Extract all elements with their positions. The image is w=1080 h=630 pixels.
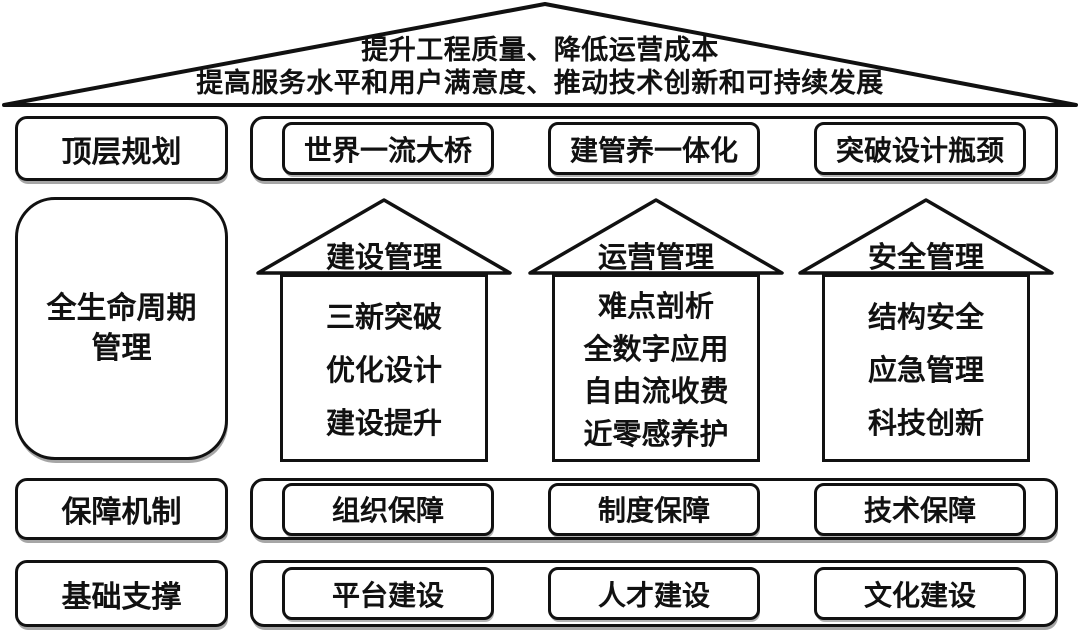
house-roof-triangle — [256, 198, 512, 275]
label-lifecycle-line-2: 管理 — [91, 331, 152, 365]
safeguard-item-3: 技术保障 — [814, 482, 1026, 536]
label-lifecycle-line-1: 全生命周期 — [46, 291, 197, 325]
top-planning-item-1: 世界一流大桥 — [282, 122, 494, 175]
house-1-title: 建设管理 — [325, 242, 442, 274]
label-foundation: 基础支撑 — [15, 560, 228, 627]
house-1-item-2: 优化设计 — [325, 355, 442, 387]
house-1-item-1: 三新突破 — [325, 302, 442, 334]
safeguard-item-3-text: 技术保障 — [863, 495, 976, 526]
house-2-item-4: 近零感养护 — [583, 418, 729, 451]
house-2-body: 难点剖析 全数字应用 自由流收费 近零感养护 — [552, 274, 760, 462]
foundation-container: 平台建设 人才建设 文化建设 — [250, 560, 1058, 627]
goal-line-1: 提升工程质量、降低运营成本 — [361, 35, 719, 65]
house-roof-triangle — [528, 198, 784, 275]
house-roof-triangle — [798, 198, 1054, 275]
house-2-item-1: 难点剖析 — [597, 291, 714, 324]
foundation-item-3-text: 文化建设 — [863, 579, 976, 611]
top-planning-item-3: 突破设计瓶颈 — [814, 122, 1026, 175]
goal-text: 提升工程质量、降低运营成本 提高服务水平和用户满意度、推动技术创新和可持续发展 — [0, 34, 1080, 100]
house-3-body: 结构安全 应急管理 科技创新 — [822, 274, 1030, 462]
safeguard-item-2-text: 制度保障 — [597, 495, 710, 526]
house-construction-management: 建设管理 三新突破 优化设计 建设提升 — [256, 197, 512, 462]
top-planning-item-3-text: 突破设计瓶颈 — [835, 134, 1004, 166]
label-top-planning: 顶层规划 — [15, 116, 228, 181]
house-2-title: 运营管理 — [597, 242, 714, 274]
foundation-item-1-text: 平台建设 — [331, 579, 444, 611]
label-safeguard-text: 保障机制 — [61, 496, 182, 529]
safeguard-item-2: 制度保障 — [548, 482, 760, 536]
house-2-item-3: 自由流收费 — [583, 376, 729, 409]
safeguard-item-1: 组织保障 — [282, 482, 494, 536]
safeguard-item-1-text: 组织保障 — [331, 495, 444, 526]
foundation-item-2: 人才建设 — [548, 567, 760, 620]
house-1-body: 三新突破 优化设计 建设提升 — [280, 274, 488, 462]
safeguard-container: 组织保障 制度保障 技术保障 — [250, 478, 1058, 540]
goal-line-2: 提高服务水平和用户满意度、推动技术创新和可持续发展 — [196, 68, 884, 98]
house-3-item-2: 应急管理 — [867, 355, 984, 387]
house-3-title: 安全管理 — [867, 242, 984, 274]
house-operations-management: 运营管理 难点剖析 全数字应用 自由流收费 近零感养护 — [528, 197, 784, 462]
top-planning-item-2-text: 建管养一体化 — [569, 134, 738, 166]
label-foundation-text: 基础支撑 — [61, 580, 182, 614]
top-planning-container: 世界一流大桥 建管养一体化 突破设计瓶颈 — [250, 116, 1058, 181]
goal-roof-triangle — [2, 2, 1078, 107]
label-lifecycle: 全生命周期 管理 — [15, 197, 228, 460]
house-2-item-2: 全数字应用 — [583, 333, 729, 366]
foundation-item-1: 平台建设 — [282, 567, 494, 620]
top-planning-item-2: 建管养一体化 — [548, 122, 760, 175]
label-safeguard: 保障机制 — [15, 478, 228, 540]
foundation-item-2-text: 人才建设 — [597, 579, 710, 611]
house-3-item-3: 科技创新 — [867, 408, 984, 440]
house-1-item-3: 建设提升 — [325, 408, 442, 440]
house-safety-management: 安全管理 结构安全 应急管理 科技创新 — [798, 197, 1054, 462]
top-planning-item-1-text: 世界一流大桥 — [303, 134, 472, 166]
house-3-item-1: 结构安全 — [867, 302, 984, 334]
label-top-planning-text: 顶层规划 — [61, 135, 182, 169]
foundation-item-3: 文化建设 — [814, 567, 1026, 620]
